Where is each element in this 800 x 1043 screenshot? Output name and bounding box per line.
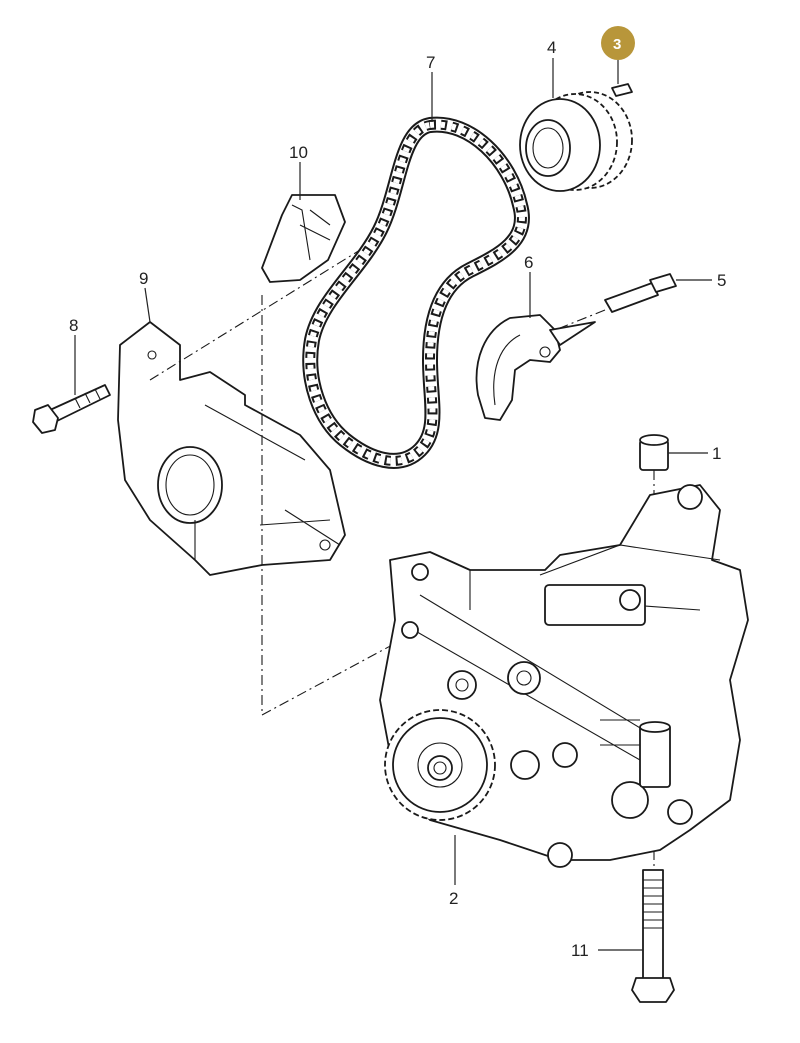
- chain-guide-part: [261, 194, 346, 283]
- timing-cover-part: [117, 249, 421, 716]
- callout-1: 1: [712, 444, 721, 463]
- callout-labels: 1 2 3 4 5 6 7 8 9 10 11: [69, 26, 726, 960]
- timing-chain-part: [302, 116, 530, 469]
- callout-3: 3: [613, 36, 621, 53]
- sprocket-part: [519, 91, 633, 192]
- callout-3-highlight: [601, 26, 635, 60]
- callout-11: 11: [571, 941, 589, 960]
- callout-8: 8: [69, 316, 78, 335]
- leader-lines: [74, 58, 712, 951]
- cover-bolt-part: [32, 384, 111, 434]
- callout-9: 9: [139, 269, 148, 288]
- callout-7: 7: [426, 53, 435, 72]
- oil-pump-part: [379, 484, 749, 868]
- callout-6: 6: [524, 253, 533, 272]
- woodruff-key-part: [611, 83, 633, 97]
- leader-9: [144, 287, 151, 323]
- long-bolt-part: [631, 869, 675, 1003]
- tensioner-rail-part: [475, 314, 596, 421]
- callout-2: 2: [449, 889, 458, 908]
- tensioner-bolt-part: [559, 273, 677, 329]
- callout-10: 10: [289, 143, 308, 162]
- callout-4: 4: [547, 38, 556, 57]
- callout-5: 5: [717, 271, 726, 290]
